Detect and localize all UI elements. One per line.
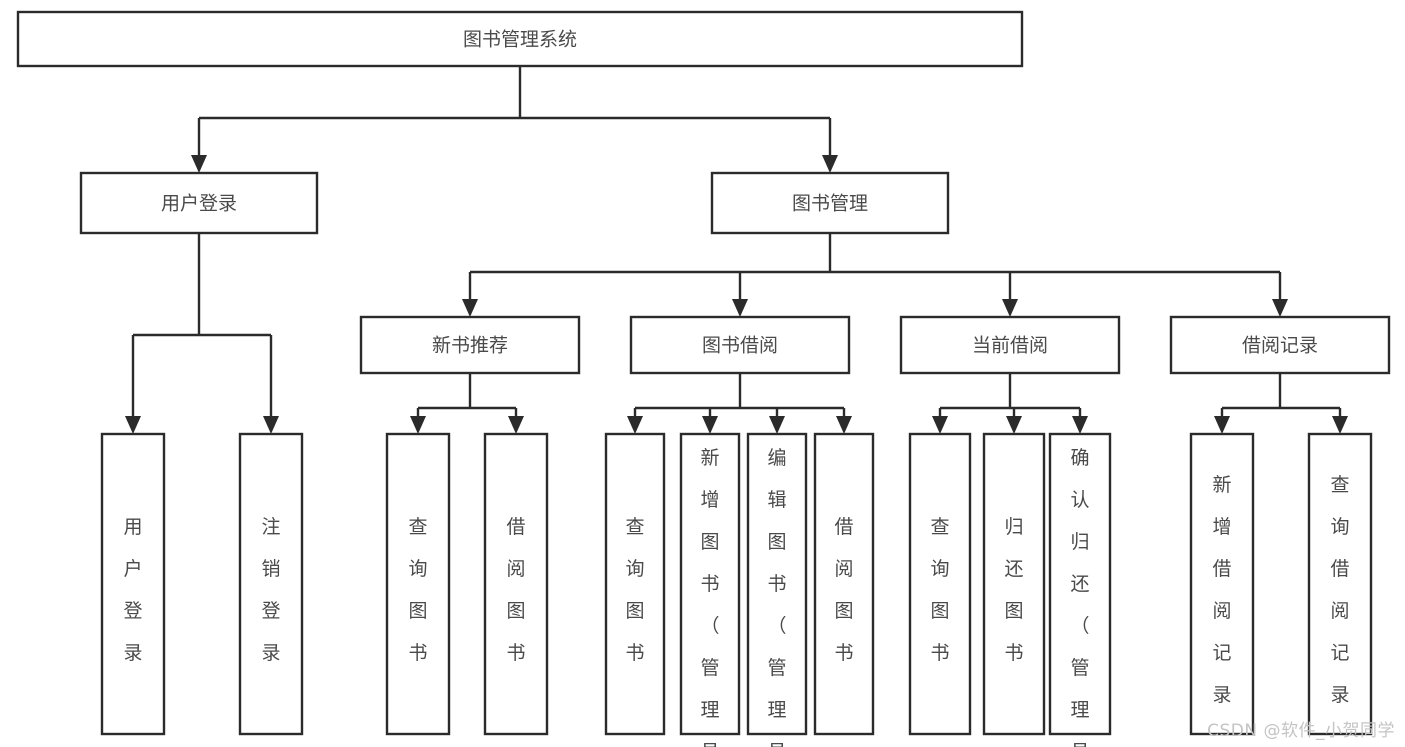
node-leaf-query-book-1-label: 查询图书 (408, 516, 427, 664)
arrow-leaf-2-1-arrowhead (1006, 416, 1022, 434)
node-book-management-label: 图书管理 (792, 193, 868, 215)
node-leaf-add-record[interactable]: 新增借阅记录 (1189, 432, 1255, 736)
node-root-root[interactable]: 图书管理系统 (16, 10, 1024, 68)
node-root-root-label: 图书管理系统 (463, 29, 577, 51)
arrow-leaf-1-0-arrowhead (627, 416, 643, 434)
node-new-book-recommend-label: 新书推荐 (432, 335, 508, 357)
nodes-layer: 图书管理系统用户登录图书管理新书推荐图书借阅当前借阅借阅记录用户登录注销登录查询… (16, 10, 1391, 747)
node-current-borrow-label: 当前借阅 (972, 335, 1048, 357)
node-leaf-edit-book[interactable]: 编辑图书（管理员） (746, 432, 808, 747)
node-user-login-box (79, 171, 319, 235)
arrow-user-leaf-1-arrowhead (263, 416, 279, 434)
arrow-leaf-2-0-arrowhead (932, 416, 948, 434)
node-leaf-query-book-1-box (385, 432, 451, 736)
watermark-label: CSDN @软件_小贺同学 (1207, 721, 1395, 741)
node-borrow-record-label: 借阅记录 (1242, 335, 1318, 357)
node-leaf-borrow-book-2[interactable]: 借阅图书 (813, 432, 875, 736)
node-user-login-label: 用户登录 (161, 193, 237, 215)
node-leaf-user-login-label: 用户登录 (123, 516, 142, 664)
node-leaf-query-book-3-label: 查询图书 (930, 516, 949, 664)
node-leaf-edit-book-box (746, 432, 808, 736)
node-leaf-return-book-label: 归还图书 (1004, 516, 1023, 664)
node-leaf-query-book-2-label: 查询图书 (625, 516, 644, 664)
arrow-leaf-3-1-arrowhead (1332, 416, 1348, 434)
arrow-leaf-1-1-arrowhead (702, 416, 718, 434)
node-leaf-user-login[interactable]: 用户登录 (100, 432, 166, 736)
arrow-level3-3-arrowhead (1272, 299, 1288, 317)
node-leaf-add-book-label: 新增图书（管理员） (700, 447, 719, 747)
node-leaf-borrow-book-1-box (483, 432, 549, 736)
node-user-login[interactable]: 用户登录 (79, 171, 319, 235)
arrow-leaf-2-2-arrowhead (1072, 416, 1088, 434)
node-leaf-query-book-3[interactable]: 查询图书 (908, 432, 972, 736)
connectors-layer (125, 66, 1348, 434)
node-leaf-add-book[interactable]: 新增图书（管理员） (679, 432, 741, 747)
arrow-level2-1-arrowhead (822, 155, 838, 173)
node-leaf-user-logout[interactable]: 注销登录 (238, 432, 304, 736)
node-leaf-return-book[interactable]: 归还图书 (982, 432, 1046, 736)
node-borrow-record[interactable]: 借阅记录 (1169, 315, 1391, 375)
arrow-leaf-1-3-arrowhead (836, 416, 852, 434)
node-book-borrow-box (629, 315, 851, 375)
node-leaf-query-book-2[interactable]: 查询图书 (604, 432, 666, 736)
node-current-borrow-box (899, 315, 1121, 375)
node-book-borrow-label: 图书借阅 (702, 335, 778, 357)
arrow-leaf-3-0-arrowhead (1214, 416, 1230, 434)
node-book-borrow[interactable]: 图书借阅 (629, 315, 851, 375)
node-book-management[interactable]: 图书管理 (710, 171, 950, 235)
arrow-level3-2-arrowhead (1002, 299, 1018, 317)
node-leaf-borrow-book-1-label: 借阅图书 (506, 516, 525, 664)
node-leaf-add-record-box (1189, 432, 1255, 736)
node-leaf-query-book-1[interactable]: 查询图书 (385, 432, 451, 736)
arrow-level3-1-arrowhead (732, 299, 748, 317)
node-leaf-confirm-return-box (1048, 432, 1112, 736)
node-leaf-user-logout-box (238, 432, 304, 736)
node-current-borrow[interactable]: 当前借阅 (899, 315, 1121, 375)
arrow-user-leaf-0-arrowhead (125, 416, 141, 434)
node-new-book-recommend-box (359, 315, 581, 375)
arrow-leaf-0-0-arrowhead (410, 416, 426, 434)
node-root-root-box (16, 10, 1024, 68)
node-leaf-confirm-return-label: 确认归还（管理员） (1070, 447, 1089, 747)
node-leaf-confirm-return[interactable]: 确认归还（管理员） (1048, 432, 1112, 747)
node-leaf-user-logout-label: 注销登录 (261, 516, 280, 664)
node-leaf-borrow-book-2-label: 借阅图书 (834, 516, 853, 664)
node-leaf-add-book-box (679, 432, 741, 736)
node-leaf-add-record-label: 新增借阅记录 (1212, 474, 1231, 706)
node-leaf-query-record[interactable]: 查询借阅记录 (1307, 432, 1373, 736)
node-leaf-return-book-box (982, 432, 1046, 736)
node-leaf-query-book-2-box (604, 432, 666, 736)
arrow-leaf-0-1-arrowhead (508, 416, 524, 434)
node-borrow-record-box (1169, 315, 1391, 375)
node-leaf-query-book-3-box (908, 432, 972, 736)
node-leaf-query-record-box (1307, 432, 1373, 736)
arrow-leaf-1-2-arrowhead (769, 416, 785, 434)
arrow-level3-0-arrowhead (462, 299, 478, 317)
node-book-management-box (710, 171, 950, 235)
node-leaf-borrow-book-1[interactable]: 借阅图书 (483, 432, 549, 736)
node-leaf-edit-book-label: 编辑图书（管理员） (767, 447, 786, 747)
arrow-level2-0-arrowhead (191, 155, 207, 173)
node-leaf-query-record-label: 查询借阅记录 (1330, 474, 1349, 706)
node-leaf-borrow-book-2-box (813, 432, 875, 736)
node-new-book-recommend[interactable]: 新书推荐 (359, 315, 581, 375)
node-leaf-user-login-box (100, 432, 166, 736)
